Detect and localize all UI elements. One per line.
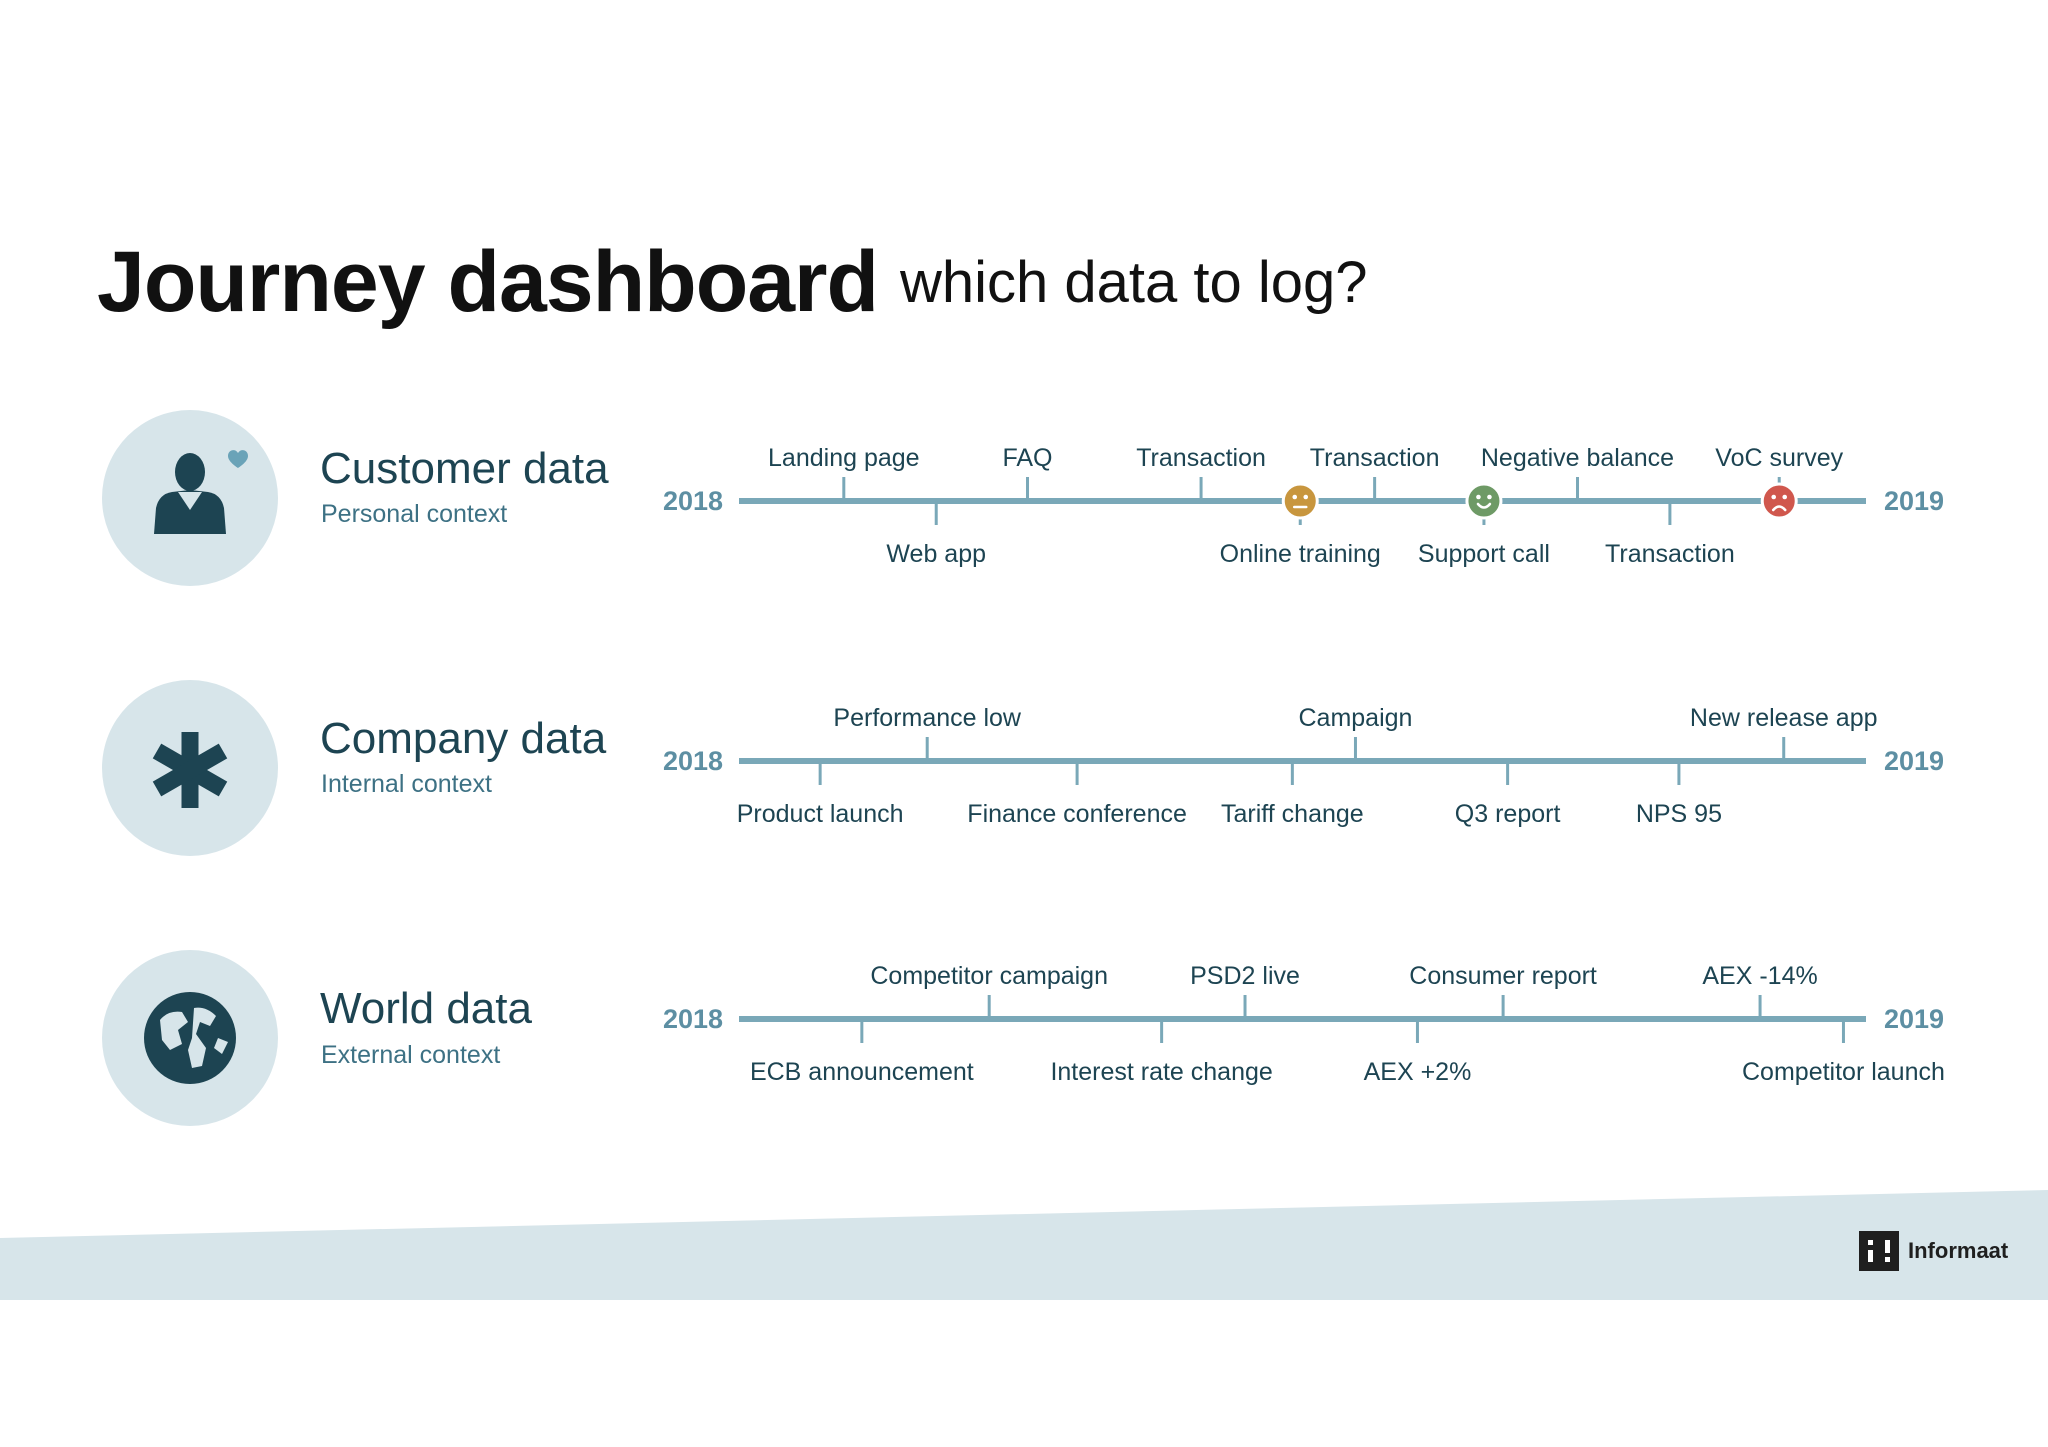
person-heart-icon bbox=[154, 450, 248, 534]
company-icon-circle bbox=[102, 680, 278, 856]
timeline-end-year: 2019 bbox=[1884, 1004, 1945, 1034]
customer-icon-circle bbox=[102, 410, 278, 586]
timeline-event-label: Product launch bbox=[736, 800, 904, 828]
timeline-event-label: Campaign bbox=[1298, 704, 1413, 732]
timeline-event-label: New release app bbox=[1689, 704, 1878, 732]
timeline-start-year: 2018 bbox=[663, 1004, 724, 1034]
timeline-event-label: Competitor launch bbox=[1742, 1058, 1945, 1086]
customer-row-title: Customer data bbox=[320, 444, 609, 493]
timeline-event-label: Competitor campaign bbox=[870, 962, 1108, 990]
timeline-event-label: NPS 95 bbox=[1635, 800, 1722, 828]
footer-band bbox=[0, 1190, 2048, 1300]
timeline-event-label: Online training bbox=[1219, 540, 1381, 568]
mood-sad-icon bbox=[1760, 482, 1798, 520]
timeline-event-label: Q3 report bbox=[1454, 800, 1561, 828]
company-timeline-group bbox=[739, 737, 1866, 785]
timeline-event-label: Consumer report bbox=[1409, 962, 1597, 990]
world-row-subtitle: External context bbox=[321, 1041, 501, 1069]
mood-happy-icon bbox=[1465, 482, 1503, 520]
company-row-subtitle: Internal context bbox=[321, 770, 492, 798]
mood-neutral-icon bbox=[1281, 482, 1319, 520]
timeline-event-label: AEX -14% bbox=[1702, 962, 1818, 990]
timeline-event-label: Support call bbox=[1417, 540, 1550, 568]
timeline-end-year: 2019 bbox=[1884, 486, 1945, 516]
timeline-start-year: 2018 bbox=[663, 746, 724, 776]
world-icon-circle bbox=[102, 950, 278, 1126]
timeline-event-label: Negative balance bbox=[1480, 444, 1675, 472]
world-row-title: World data bbox=[320, 984, 532, 1033]
timeline-event-label: Performance low bbox=[833, 704, 1021, 732]
timeline-event-label: Finance conference bbox=[967, 800, 1187, 828]
timeline-event-label: FAQ bbox=[1002, 444, 1053, 472]
timeline-event-label: Transaction bbox=[1605, 540, 1735, 568]
logo-text: Informaat bbox=[1908, 1238, 2009, 1263]
timeline-event-label: Web app bbox=[886, 540, 987, 568]
timeline-event-label: Tariff change bbox=[1220, 800, 1364, 828]
company-row-title: Company data bbox=[320, 714, 607, 763]
globe-icon bbox=[144, 992, 236, 1084]
page-subtitle: which data to log? bbox=[900, 250, 1368, 315]
customer-row-subtitle: Personal context bbox=[321, 500, 508, 528]
timeline-event-label: VoC survey bbox=[1715, 444, 1844, 472]
timeline-start-year: 2018 bbox=[663, 486, 724, 516]
customer-timeline-group bbox=[739, 477, 1866, 525]
timeline-event-label: PSD2 live bbox=[1190, 962, 1300, 990]
timeline-end-year: 2019 bbox=[1884, 746, 1945, 776]
timeline-event-label: Transaction bbox=[1136, 444, 1266, 472]
world-timeline-group bbox=[739, 995, 1866, 1043]
timeline-event-label: Interest rate change bbox=[1050, 1058, 1273, 1086]
timeline-event-label: Landing page bbox=[768, 444, 920, 472]
timeline-event-label: AEX +2% bbox=[1363, 1058, 1472, 1086]
timeline-event-label: Transaction bbox=[1309, 444, 1440, 472]
informaat-logo-icon bbox=[1859, 1231, 1899, 1271]
asterisk-icon bbox=[152, 732, 228, 808]
timeline-event-label: ECB announcement bbox=[749, 1058, 974, 1086]
page-title: Journey dashboard bbox=[97, 234, 879, 330]
